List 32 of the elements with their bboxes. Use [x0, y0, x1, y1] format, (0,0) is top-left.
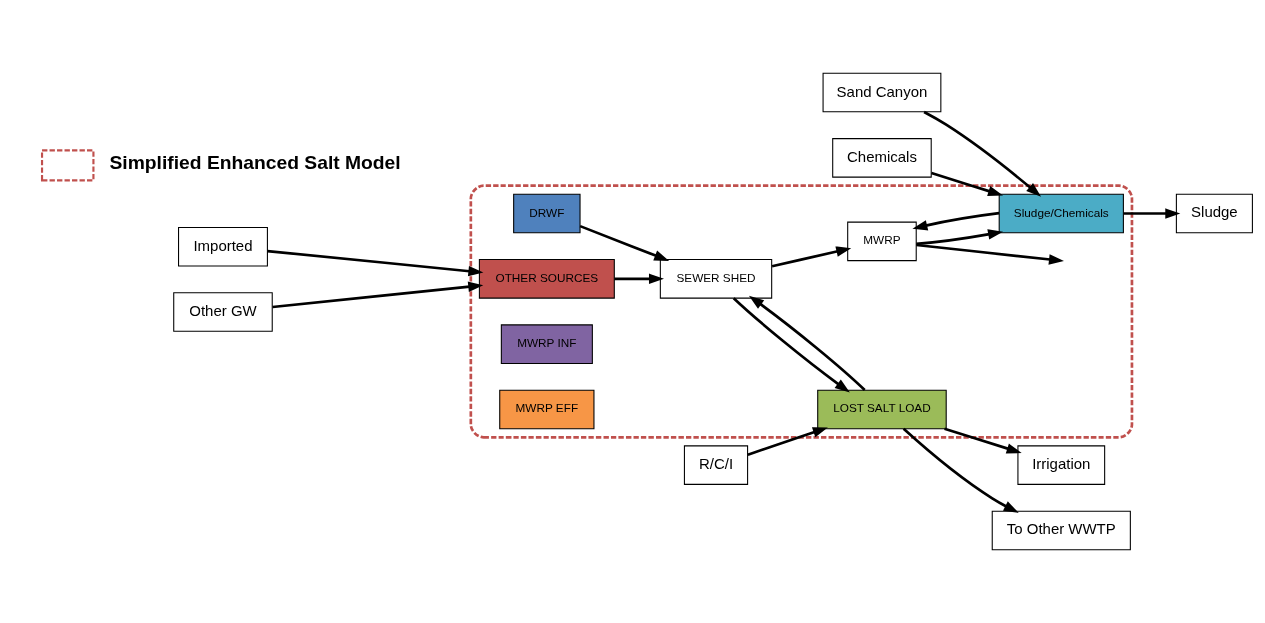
- node-box: Irrigation: [1017, 445, 1106, 485]
- arrow: [902, 427, 1019, 513]
- arrow: [747, 427, 828, 456]
- arrow: [1123, 208, 1181, 219]
- arrow: [944, 427, 1022, 454]
- arrow: [931, 171, 1004, 197]
- node-box: SEWER SHED: [659, 259, 773, 299]
- node-box: MWRP INF: [500, 324, 593, 364]
- arrow: [579, 224, 670, 261]
- node-box: Sand Canyon: [822, 72, 942, 113]
- arrow: [748, 295, 866, 391]
- arrow: [614, 273, 664, 285]
- arrow: [923, 110, 1042, 197]
- node-box: Other GW: [173, 292, 273, 332]
- arrow: [771, 246, 852, 268]
- arrow: [267, 249, 484, 277]
- node-box: Imported: [178, 226, 268, 267]
- node-box: LOST SALT LOAD: [817, 389, 947, 430]
- legend-label: Simplified Enhanced Salt Model: [109, 152, 401, 173]
- node-box: MWRP EFF: [499, 389, 595, 430]
- arrow: [916, 229, 1004, 246]
- node-box: Sludge: [1175, 193, 1253, 234]
- arrow: [732, 297, 850, 393]
- node-box: Sludge/Chemicals: [998, 193, 1124, 234]
- node-box: DRWF: [513, 193, 581, 234]
- arrow: [272, 281, 484, 309]
- arrow: [912, 211, 1000, 231]
- node-box: To Other WWTP: [991, 510, 1131, 551]
- node-box: Chemicals: [832, 138, 932, 178]
- node-box: R/C/I: [683, 445, 749, 485]
- node-box: OTHER SOURCES: [478, 259, 615, 299]
- node-box: MWRP: [847, 221, 917, 262]
